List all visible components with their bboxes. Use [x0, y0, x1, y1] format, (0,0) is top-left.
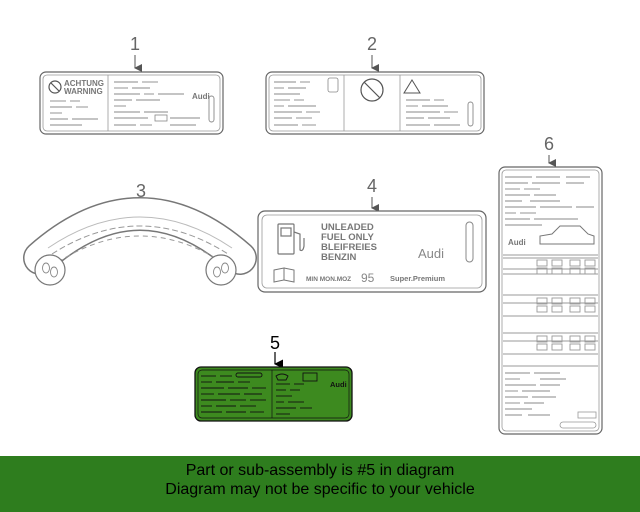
callout-1-number: 1: [130, 34, 140, 54]
callout-2-number: 2: [367, 34, 377, 54]
label-1-brand: Audi: [192, 92, 210, 101]
callout-5-number: 5: [270, 333, 280, 353]
label-1-warning-label[interactable]: ACHTUNG WARNING Audi: [39, 71, 224, 135]
fuel-line-4: BENZIN: [321, 252, 357, 263]
banner-line-2: Diagram may not be specific to your vehi…: [165, 481, 475, 498]
car-icon: [539, 225, 595, 245]
fuel-line-2: FUEL ONLY: [321, 232, 374, 243]
fuel-line-1: UNLEADED: [321, 222, 374, 233]
fuel-line-3: BLEIFREIES: [321, 242, 377, 253]
label-6-tire-pressure-label[interactable]: Audi: [498, 166, 603, 435]
fuel-pump-icon: [277, 223, 305, 255]
info-banner: Part or sub-assembly is #5 in diagram Di…: [0, 456, 640, 512]
callout-2[interactable]: 2: [367, 34, 379, 72]
callout-6-number: 6: [544, 134, 554, 154]
oil-can-icon: [275, 373, 289, 381]
octane-value: 95: [361, 271, 375, 285]
prohibition-icon: [48, 80, 62, 94]
manual-book-icon: [273, 267, 295, 283]
prohibition-icon: [360, 78, 384, 102]
label-5-highlighted-label[interactable]: Audi: [194, 366, 353, 422]
callout-3-number: 3: [136, 181, 146, 201]
label-5-brand: Audi: [330, 380, 347, 389]
label-4-brand: Audi: [418, 246, 444, 261]
label-6-brand: Audi: [508, 238, 526, 247]
manual-book-icon: [302, 372, 318, 382]
callout-4-number: 4: [367, 176, 377, 196]
callout-4[interactable]: 4: [367, 176, 379, 212]
warning-triangle-icon: [403, 79, 421, 94]
label-1-warning-line2: WARNING: [64, 87, 103, 96]
parts-diagram: 1 ACHTUNG WARNING Audi: [23, 34, 603, 435]
callout-5[interactable]: 5: [270, 333, 283, 369]
label-3-arc-label[interactable]: [23, 197, 257, 286]
callout-6[interactable]: 6: [544, 134, 556, 167]
label-2-info-label[interactable]: [265, 71, 485, 135]
fuel-pump-icon: [327, 77, 339, 93]
fuel-grade: Super.Premium: [390, 274, 445, 283]
octane-label: MIN MON.MOZ: [306, 276, 351, 283]
banner-line-1: Part or sub-assembly is #5 in diagram: [185, 462, 455, 479]
callout-1[interactable]: 1: [130, 34, 142, 72]
label-4-fuel-label[interactable]: UNLEADED FUEL ONLY BLEIFREIES BENZIN Aud…: [257, 210, 487, 293]
label-1-warning-line1: ACHTUNG: [64, 79, 104, 88]
